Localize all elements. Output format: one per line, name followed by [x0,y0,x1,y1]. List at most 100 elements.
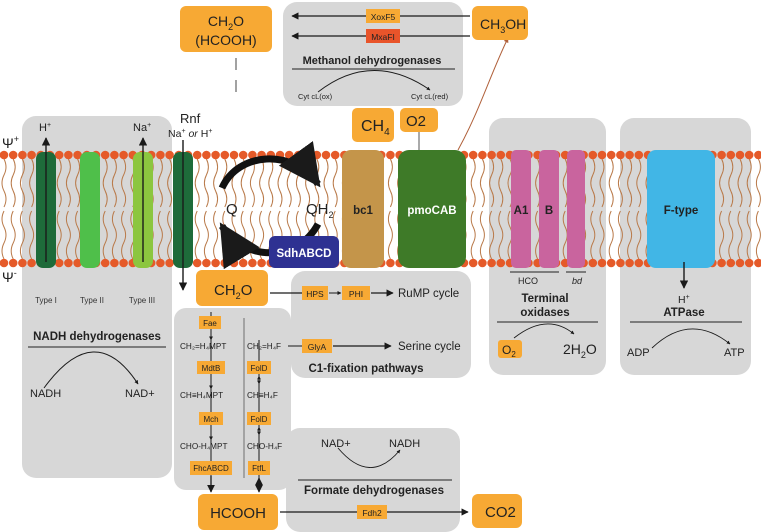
lipid-head [744,258,754,268]
folate-intermediate-1: CH₂=H₄F [247,342,281,351]
lipid-tail [277,158,283,208]
fold2-label: FolD [251,415,268,424]
lipid-head [487,150,496,160]
oxidase-bd-subunit [567,150,585,268]
nadh-type1-label: Type I [35,296,57,305]
lipid-head [754,150,761,160]
lipid-head [496,150,506,160]
lipid-tail [102,210,108,260]
lipid-head [54,258,64,268]
lipid-head [248,258,257,268]
lipid-head [156,258,165,268]
lipid-head [8,150,18,160]
o2-bottom-box [498,340,522,358]
lipid-head [0,150,9,160]
mdtb-label: MdtB [202,364,221,373]
lipid-head [192,258,202,268]
lipid-head [202,258,211,268]
lipid-tail [470,210,476,260]
hcooh-top-label: (HCOOH) [195,32,256,48]
lipid-head [248,150,257,160]
lipid-tail [323,158,329,208]
methanol-dh-title: Methanol dehydrogenases [303,55,442,67]
atpase-label: F-type [664,205,699,217]
lipid-tail [157,210,163,260]
lipid-tail [479,158,485,208]
oxidase-b-subunit [539,150,559,268]
lipid-head [192,150,202,160]
lipid-head [717,258,726,268]
o2-bottom-label: O2 [502,343,516,359]
hps-label: HPS [306,289,324,299]
lipid-head [294,150,303,160]
lipid-tail [268,158,274,208]
adp-label: ADP [627,347,650,359]
lipid-head [625,150,634,160]
lipid-tail [10,210,16,260]
lipid-head [726,258,736,268]
lipid-tail [590,158,596,208]
lipid-head [156,150,165,160]
lipid-head [18,150,27,160]
lipid-tail [111,210,117,260]
lipid-tail [498,210,504,260]
lipid-head [496,258,506,268]
fae-label: Fae [203,319,217,328]
lipid-head [18,258,27,268]
hco-label: HCO [518,276,538,286]
xoxf5-label: XoxF5 [371,12,396,22]
o2-top-box [400,108,438,132]
terminal-oxidases-title-1: Terminal [521,293,568,305]
co2-box [472,494,522,528]
lipid-head [468,258,478,268]
lipid-tail [167,158,173,208]
serine-cycle-label: Serine cycle [398,341,461,353]
pmocab-label: pmoCAB [407,205,456,217]
lipid-head [73,258,82,268]
ch4-box [352,108,394,142]
lipid-head [487,258,496,268]
lipid-tail [627,210,633,260]
bc1-label: bc1 [353,205,373,217]
lipid-tail [737,158,743,208]
nadh-substrate: NADH [30,388,61,400]
phi-enzyme [342,286,370,300]
lipid-tail [608,158,614,208]
lipid-head [717,150,726,160]
lipid-head [588,150,598,160]
quinol-label: QH2 [306,201,334,220]
lipid-tail [29,158,35,208]
lipid-head [220,258,230,268]
formate-nad-label: NAD+ [321,438,351,450]
lipid-head [478,150,487,160]
lipid-tail [755,210,761,260]
folate-intermediate-2: CH≡H₄F [247,391,278,400]
c1-fixation-panel [291,271,471,378]
ch3oh-label: CH3OH [480,16,526,35]
lipid-head [110,258,119,268]
lipid-tail [332,158,338,208]
ch2o-top-box [180,6,272,52]
bd-label: bd [572,276,583,286]
fold2-enzyme [247,412,271,425]
nadh-product: NAD+ [125,388,155,400]
atpase-title: ATPase [663,307,704,319]
lipid-head [211,258,220,268]
lipid-tail [249,158,255,208]
lipid-tail [65,158,71,208]
lipid-head [386,258,395,268]
psi-minus-label: Ψ- [2,268,17,285]
terminal-oxidases-title-2: oxidases [520,307,569,319]
cyt-red-label: Cyt cL(red) [411,92,449,101]
lipid-head [321,150,331,160]
lipid-tail [746,210,752,260]
lipid-tail [599,158,605,208]
lipid-tail [213,158,219,208]
mpt-intermediate-2: CH≡H₄MPT [180,391,223,400]
methanol-dh-panel [283,2,463,106]
oxidase-a1-label: A1 [514,205,529,217]
cytochrome-arrow [317,70,431,93]
lipid-head [726,150,736,160]
ch4-label: CH4 [361,118,390,138]
